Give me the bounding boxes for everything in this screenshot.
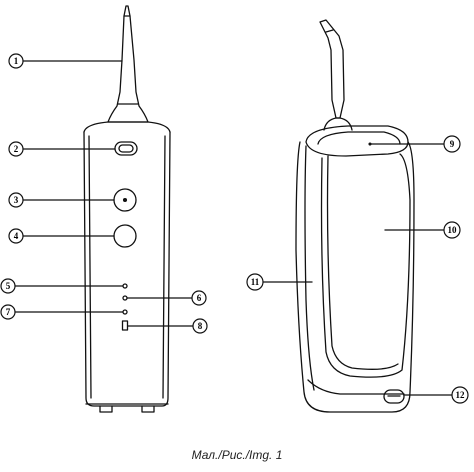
callout-label: 9 [450, 139, 455, 149]
callout-label: 7 [6, 307, 11, 317]
mode-button [114, 141, 138, 156]
callout-1: 1 [8, 53, 24, 69]
callout-label: 5 [6, 281, 11, 291]
callout-2: 2 [8, 141, 24, 157]
callout-label: 2 [14, 144, 19, 154]
callout-8: 8 [192, 318, 208, 334]
callout-7: 7 [0, 304, 16, 320]
callout-3: 3 [8, 192, 24, 208]
charging-port [121, 320, 129, 331]
side-view-device [295, 19, 415, 413]
side-body [295, 141, 415, 413]
callout-label: 6 [197, 293, 202, 303]
callout-5: 5 [0, 278, 16, 294]
callout-label: 1 [14, 56, 19, 66]
callout-6: 6 [191, 290, 207, 306]
water-tank [320, 153, 411, 378]
figure-caption: Мал./Рис./Img. 1 [191, 448, 283, 462]
callout-label: 11 [251, 277, 260, 287]
callout-label: 4 [14, 231, 19, 241]
callout-label: 10 [448, 225, 458, 235]
front-top-cap [83, 121, 171, 133]
front-nozzle-tip [123, 5, 131, 17]
front-view-device [83, 5, 171, 413]
callout-label: 3 [14, 195, 19, 205]
callout-9: 9 [443, 135, 461, 153]
front-body [83, 131, 171, 407]
callout-12: 12 [451, 386, 469, 404]
base-button [383, 389, 405, 404]
callout-label: 12 [456, 390, 466, 400]
device-diagram: 1 2 3 4 5 6 7 8 [0, 5, 469, 413]
callout-11: 11 [246, 273, 264, 291]
side-nozzle [319, 19, 345, 119]
callouts: 1 2 3 4 5 6 7 8 [0, 53, 469, 404]
reservoir-lid [305, 125, 409, 157]
leader-lines [14, 60, 453, 396]
callout-4: 4 [8, 228, 24, 244]
callout-10: 10 [443, 221, 461, 239]
front-nozzle [107, 15, 149, 123]
intensity-button [113, 224, 137, 248]
callout-label: 8 [198, 321, 203, 331]
